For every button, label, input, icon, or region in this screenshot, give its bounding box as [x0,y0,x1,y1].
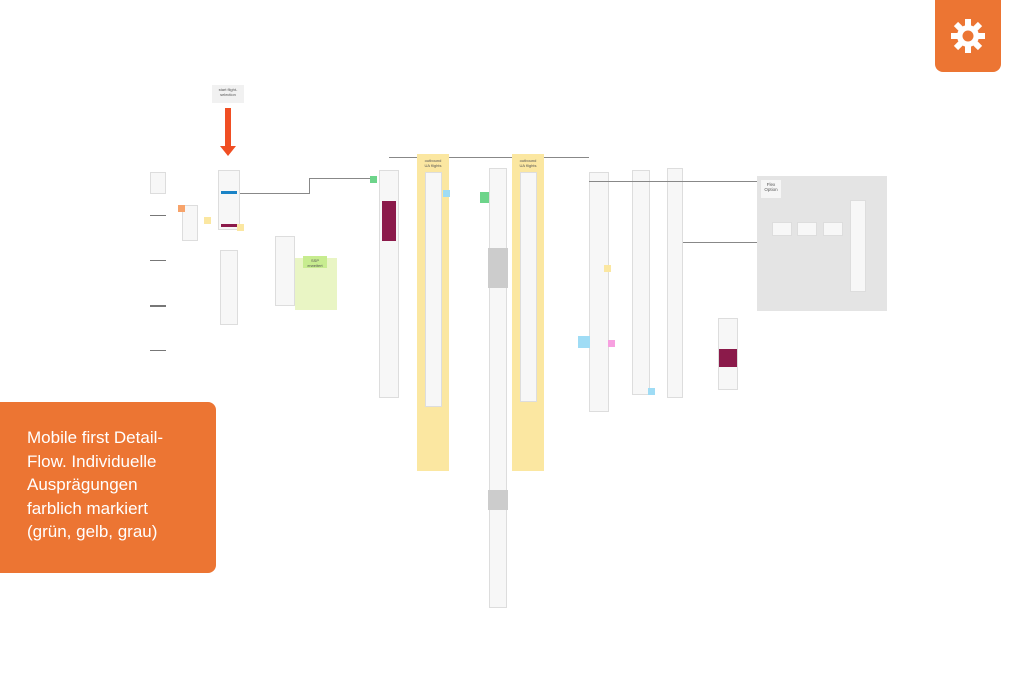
sticky-note [578,336,590,348]
connector [240,193,310,194]
divider [150,350,166,351]
divider [150,215,166,216]
screen [275,236,295,306]
sticky-note [178,205,185,212]
screen [667,168,683,398]
yellow-lane-1-label: outbound UA flights [424,158,442,168]
screen [823,222,843,236]
sticky-note [648,388,655,395]
screen [632,170,650,395]
screen [379,170,399,398]
sticky-note [204,217,211,224]
green-area-label: SSP erweitert [303,256,327,268]
screen [520,172,537,402]
yellow-lane-2-label: outbound UA flights [519,158,537,168]
screen [850,200,866,292]
screen [218,170,240,230]
screen [220,250,238,325]
screen [425,172,442,407]
sticky-note [370,176,377,183]
sticky-note [608,340,615,347]
screen [182,205,198,241]
divider [150,305,166,307]
grey-area-label: Flex Option [761,180,781,198]
divider [150,260,166,261]
grey-block [488,490,508,510]
screen [150,172,166,194]
caption-box: Mobile first Detail-Flow. Individuelle A… [0,402,216,573]
caption-text: Mobile first Detail-Flow. Individuelle A… [27,428,164,541]
connector [683,242,757,243]
sticky-note [443,190,450,197]
screen [489,168,507,608]
screen [797,222,817,236]
grey-block [488,248,508,288]
sticky-note [604,265,611,272]
start-label: start flight-selection [212,85,244,103]
screen [589,172,609,412]
arrow-head-icon [220,146,236,156]
sticky-note [237,224,244,231]
sticky-note [480,192,491,203]
start-arrow [225,108,231,148]
connector [309,178,310,194]
connector [389,157,589,158]
connector [309,178,375,179]
screen [772,222,792,236]
settings-button[interactable] [935,0,1001,72]
connector [589,181,757,182]
gear-icon [951,19,985,53]
screen [718,318,738,390]
